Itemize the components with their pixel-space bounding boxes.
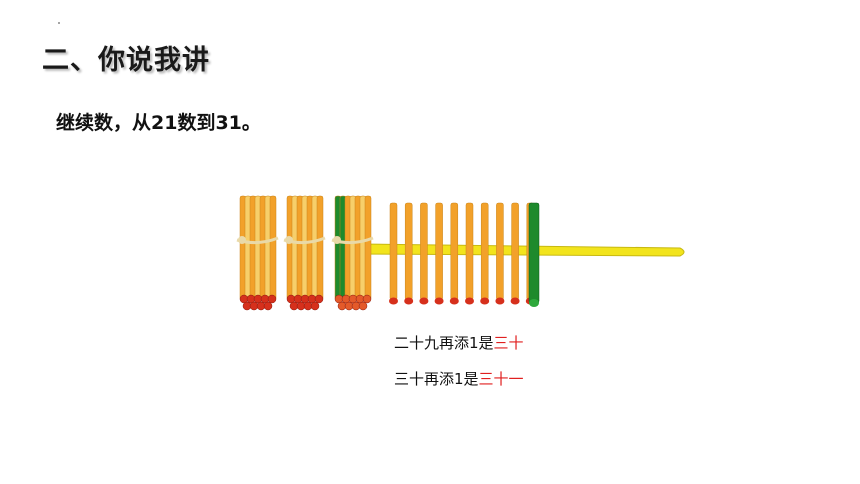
- section-heading: 二、你说我讲: [42, 45, 210, 76]
- single-stick-tip: [404, 297, 414, 305]
- bundle-tip: [358, 301, 368, 311]
- single-stick-tip: [465, 297, 474, 305]
- single-stick-tip: [510, 297, 520, 305]
- single-stick: [480, 202, 489, 301]
- single-stick: [465, 202, 474, 301]
- single-stick-tip: [480, 297, 490, 305]
- caption-line-1: 二十九再添1是三十: [394, 332, 524, 353]
- single-stick-tip: [434, 297, 444, 305]
- single-stick-green-tip: [529, 299, 539, 307]
- single-stick: [435, 202, 443, 301]
- caption-1-highlight: 三十: [493, 334, 524, 352]
- single-stick-tip: [389, 297, 398, 305]
- corner-dot: [58, 22, 60, 24]
- caption-2-text: 三十再添1是: [394, 370, 479, 388]
- bundle-stick: [364, 195, 372, 301]
- string-knot: [333, 236, 341, 244]
- string-knot: [238, 236, 246, 244]
- bundle-stick: [316, 195, 324, 301]
- caption-line-2: 三十再添1是三十一: [394, 368, 524, 389]
- caption-1-text: 二十九再添1是: [394, 334, 494, 352]
- stick-bundle: [236, 195, 279, 311]
- single-stick: [420, 202, 428, 301]
- single-stick: [450, 202, 459, 301]
- single-stick-tip: [419, 297, 429, 305]
- single-stick: [389, 202, 398, 301]
- stick-bundle: [331, 195, 374, 311]
- single-stick-green: [528, 202, 540, 304]
- bundle-stick: [269, 195, 277, 301]
- stick-bundle: [283, 195, 326, 311]
- single-stick-tip: [449, 297, 459, 305]
- bundle-tip: [310, 301, 320, 311]
- string-knot: [285, 236, 293, 244]
- single-stick: [496, 202, 504, 301]
- instruction-text: 继续数，从21数到31。: [56, 112, 261, 134]
- bundle-tip: [263, 301, 273, 311]
- single-stick: [404, 202, 413, 301]
- bundle-tip: [267, 294, 277, 304]
- single-stick-tip: [495, 297, 505, 305]
- single-stick: [511, 202, 519, 301]
- bundle-tip: [314, 294, 324, 304]
- caption-2-highlight: 三十一: [478, 370, 524, 388]
- bundle-tip: [362, 294, 372, 304]
